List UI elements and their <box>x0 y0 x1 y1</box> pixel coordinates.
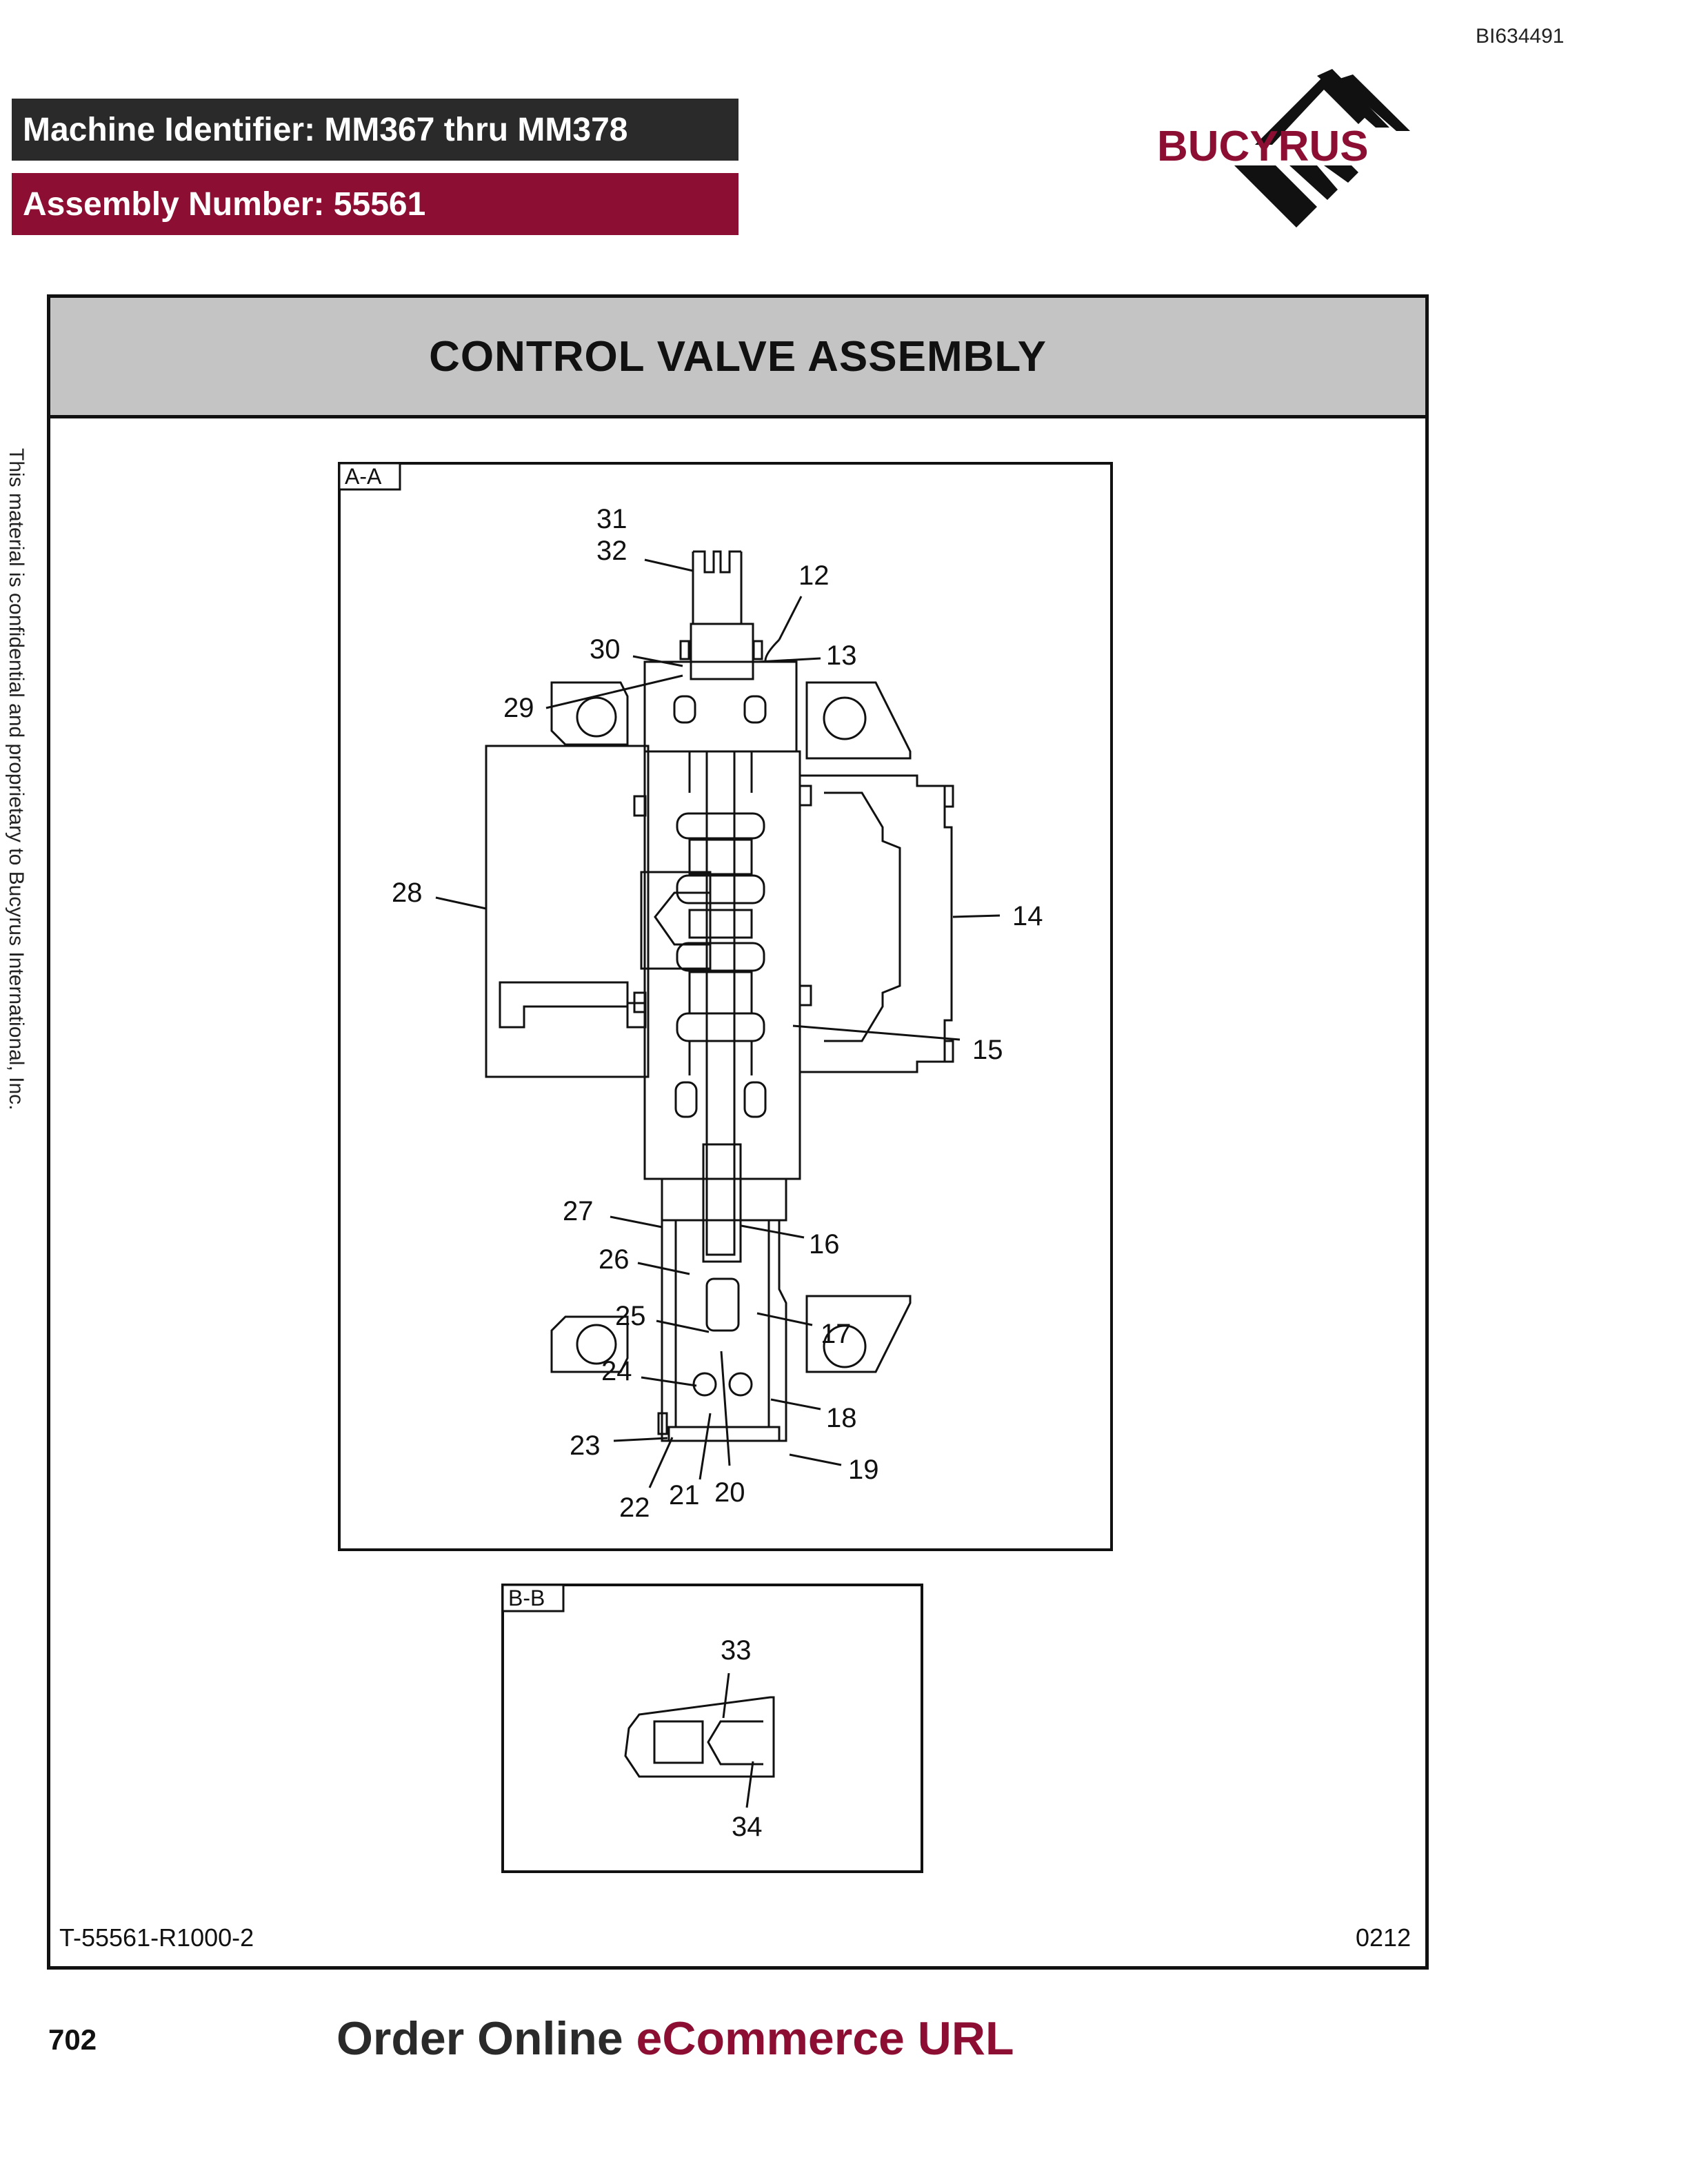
drawing-number: T-55561-R1000-2 <box>59 1923 254 1952</box>
callout-32: 32 <box>596 536 627 566</box>
view-bb-frame <box>501 1584 923 1873</box>
callout-15: 15 <box>972 1035 1003 1065</box>
callout-14: 14 <box>1012 901 1043 931</box>
machine-identifier-bar: Machine Identifier: MM367 thru MM378 <box>12 99 738 161</box>
logo-wordmark: BUCYRUS <box>1157 123 1369 170</box>
view-aa-label-box <box>338 462 401 491</box>
page-title: CONTROL VALVE ASSEMBLY <box>429 332 1047 381</box>
detail-bb-leaders <box>722 1672 754 1808</box>
callout-12: 12 <box>798 560 830 591</box>
order-online-link[interactable]: Order Online eCommerce URL <box>336 2012 1014 2065</box>
assembly-number-text: Assembly Number: 55561 <box>23 185 426 223</box>
callout-31: 31 <box>596 504 627 534</box>
confidentiality-note: This material is confidential and propri… <box>5 448 28 1111</box>
callout-28: 28 <box>392 878 423 908</box>
callout-13: 13 <box>826 640 857 671</box>
machine-identifier-text: Machine Identifier: MM367 thru MM378 <box>23 111 628 148</box>
order-online-text: Order Online <box>336 2012 636 2065</box>
bucyrus-logo: BUCYRUS <box>1157 69 1410 228</box>
callout-17: 17 <box>821 1319 852 1349</box>
revision-code: 0212 <box>1356 1923 1411 1952</box>
detail-bb-drawing <box>624 1696 775 1778</box>
callout-33: 33 <box>721 1635 752 1666</box>
view-bb-label-box <box>501 1584 565 1612</box>
section-view-bb: B-B 33 34 <box>501 1584 923 1873</box>
leader-lines <box>435 558 1001 1488</box>
callout-23: 23 <box>570 1430 601 1461</box>
view-aa-frame <box>338 462 1113 1551</box>
ecommerce-url-text: eCommerce URL <box>636 2012 1014 2065</box>
callout-29: 29 <box>503 693 534 723</box>
view-aa-label: A-A <box>345 464 382 489</box>
callout-27: 27 <box>563 1196 594 1226</box>
callout-25: 25 <box>615 1301 646 1331</box>
callout-19: 19 <box>848 1455 879 1485</box>
callout-26: 26 <box>599 1244 630 1275</box>
view-bb-label: B-B <box>508 1586 545 1610</box>
assembly-number-bar: Assembly Number: 55561 <box>12 173 738 235</box>
callout-21: 21 <box>669 1480 700 1510</box>
callout-34: 34 <box>732 1812 763 1842</box>
drawing-frame <box>47 294 1429 1970</box>
callout-16: 16 <box>809 1229 840 1260</box>
callout-22: 22 <box>619 1493 650 1523</box>
document-id: BI634491 <box>1476 25 1565 48</box>
page-number: 702 <box>48 2023 97 2056</box>
callout-24: 24 <box>601 1356 632 1386</box>
callout-20: 20 <box>714 1477 745 1508</box>
valve-body-drawing <box>485 550 954 1442</box>
section-view-aa: A-A <box>338 462 1113 1551</box>
title-band: CONTROL VALVE ASSEMBLY <box>50 298 1425 418</box>
callout-30: 30 <box>590 634 621 665</box>
callout-18: 18 <box>826 1403 857 1433</box>
